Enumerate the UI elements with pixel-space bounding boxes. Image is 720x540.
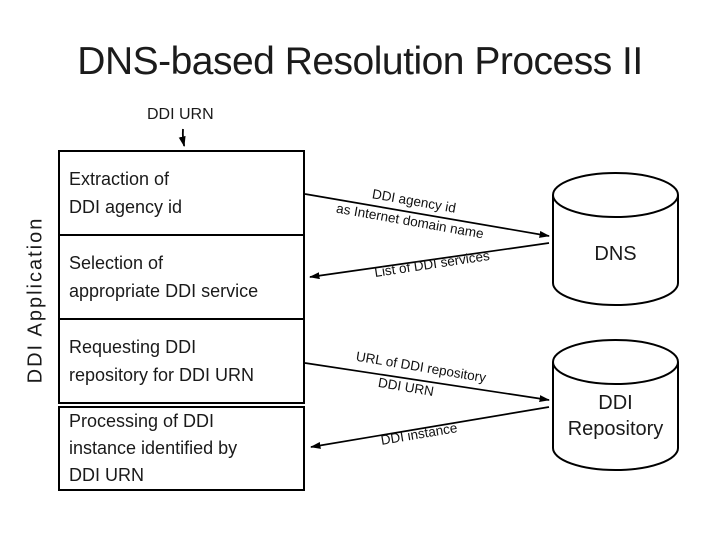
arrow-ddi-urn-down	[178, 128, 186, 147]
process-step-processing: Processing of DDI instance identified by…	[58, 406, 305, 491]
cylinder-top	[552, 172, 679, 218]
process-step-requesting: Requesting DDI repository for DDI URN	[58, 318, 305, 404]
message-from-repository: DDI instance	[379, 420, 459, 448]
process-step-selection: Selection of appropriate DDI service	[58, 234, 305, 320]
repository-datastore-label: DDI Repository	[567, 392, 664, 440]
process-step-label: Extraction of DDI agency id	[69, 169, 183, 217]
process-step-extraction: Extraction of DDI agency id	[58, 150, 305, 236]
process-step-label: Requesting DDI repository for DDI URN	[69, 337, 255, 385]
process-step-label: Selection of appropriate DDI service	[69, 253, 259, 301]
message-from-dns: List of DDI services	[373, 247, 491, 281]
lane-label-ddi-application: DDI Application	[24, 216, 47, 384]
slide-title: DNS-based Resolution Process II	[77, 40, 643, 83]
input-label-ddi-urn: DDI URN	[147, 106, 214, 123]
message-to-repository-line1: URL of DDI repository	[354, 348, 488, 386]
cylinder-top	[552, 339, 679, 385]
process-step-label: Processing of DDI instance identified by…	[69, 411, 238, 485]
dns-datastore-label: DNS	[594, 243, 637, 265]
message-to-repository-line2: DDI URN	[377, 374, 435, 400]
dns-datastore-shape	[552, 172, 679, 306]
